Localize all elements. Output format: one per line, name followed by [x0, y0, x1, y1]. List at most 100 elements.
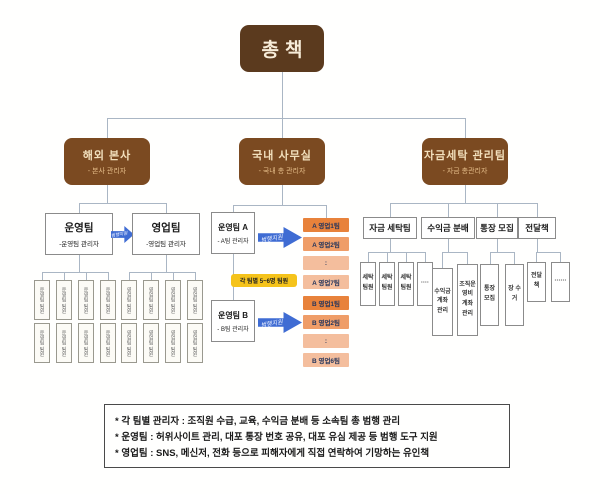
member-label: 운영팀 팀원: [38, 329, 45, 357]
team-title: 전달책: [525, 223, 549, 233]
connector: [79, 203, 80, 213]
sales-team-label: A 영업1팀: [312, 223, 340, 230]
sub-box: 통장 모집: [480, 264, 499, 326]
connector: [368, 252, 369, 262]
team-box-account-recruiting: 통장 모집: [476, 217, 518, 239]
sub-label: 전달 책: [530, 273, 543, 289]
member-box: 운영팀 팀원: [78, 280, 94, 320]
sub-box: 전달 책: [527, 262, 546, 302]
connector: [465, 118, 466, 138]
member-box: 영업팀 팀원: [143, 280, 159, 320]
footnote-line: * 운영팀 : 허위사이트 관리, 대포 통장 번호 공유, 대포 유심 제공 …: [115, 432, 438, 443]
connector: [282, 72, 283, 118]
connector: [497, 203, 498, 217]
sub-box: 세탁 팀원: [360, 262, 376, 306]
sub-box: 세탁 팀원: [398, 262, 414, 306]
sub-label: 세탁 팀원: [362, 275, 374, 291]
member-box: 운영팀 팀원: [100, 280, 116, 320]
sales-team-label: :: [324, 259, 328, 267]
sub-box: ······: [551, 262, 570, 302]
connector: [64, 272, 65, 280]
connector: [79, 203, 166, 204]
branch-subtitle: - 자금 총관리자: [442, 168, 488, 175]
member-label: 영업팀 팀원: [191, 329, 198, 357]
member-label: 영업팀 팀원: [125, 286, 132, 314]
connector: [425, 252, 426, 262]
member-box: 운영팀 팀원: [78, 323, 94, 363]
connector: [406, 252, 407, 262]
sales-team-label: A 영업2팀: [312, 242, 340, 249]
member-box: 운영팀 팀원: [56, 323, 72, 363]
team-title: 영업팀: [151, 222, 181, 234]
sales-team-box: B 영업1팀: [303, 296, 349, 310]
connector: [233, 205, 326, 206]
member-box: 영업팀 팀원: [187, 280, 203, 320]
arrow-label: 범행지원: [110, 230, 128, 238]
team-title: 통장 모집: [480, 223, 514, 233]
sales-team-box: B 영업6팀: [303, 353, 349, 367]
connector: [537, 203, 538, 217]
arrow-label: 범행지원: [260, 319, 284, 329]
sales-team-box: A 영업7팀: [303, 275, 349, 289]
connector: [42, 272, 108, 273]
connector: [448, 239, 449, 252]
connector: [465, 185, 466, 203]
connector: [107, 118, 108, 138]
team-subtitle: - B팀 관리자: [217, 326, 249, 333]
connector: [166, 203, 167, 213]
member-box: 영업팀 팀원: [187, 323, 203, 363]
footnote-box: * 각 팀별 관리자 : 조직원 수급, 교육, 수익금 분배 등 소속팀 총 …: [104, 404, 510, 468]
member-label: 운영팀 팀원: [104, 286, 111, 314]
connector: [129, 272, 195, 273]
team-box-sales: 영업팀 -영업팀 관리자: [132, 213, 200, 255]
member-label: 영업팀 팀원: [169, 329, 176, 357]
connector: [368, 252, 425, 253]
connector: [233, 205, 234, 212]
connector: [448, 203, 449, 217]
member-box: 영업팀 팀원: [121, 280, 137, 320]
member-label: 운영팀 팀원: [60, 329, 67, 357]
connector: [282, 118, 283, 138]
team-title: 자금 세탁팀: [369, 223, 411, 233]
sub-label: 조직운영비 계좌 관리: [459, 281, 476, 317]
team-subtitle: - A팀 관리자: [217, 238, 249, 245]
connector: [151, 272, 152, 280]
connector: [497, 239, 498, 252]
sub-label: 세탁 팀원: [381, 275, 393, 291]
sales-team-label: B 영업2팀: [311, 320, 341, 327]
member-box: 운영팀 팀원: [56, 280, 72, 320]
connector: [442, 252, 468, 253]
branch-subtitle: - 국내 총 관리자: [258, 168, 306, 175]
team-title: 운영팀 B: [217, 310, 249, 320]
sales-team-box: A 영업1팀: [303, 218, 349, 232]
branch-box-laundering-team: 자금세탁 관리팀 - 자금 총관리자: [422, 138, 508, 185]
team-size-note: 각 팀별 5~6명 팀원: [231, 274, 297, 287]
root-label: 총책: [261, 40, 309, 61]
branch-box-overseas-hq: 해외 본사 - 본사 관리자: [64, 138, 150, 185]
root-box-boss: 총책: [240, 25, 324, 72]
connector: [79, 255, 80, 272]
branch-box-domestic-office: 국내 사무실 - 국내 총 관리자: [239, 138, 325, 185]
team-title: 수익금 분배: [427, 223, 469, 233]
connector: [387, 252, 388, 262]
connector: [86, 272, 87, 280]
sub-box: 조직운영비 계좌 관리: [457, 264, 478, 336]
connector: [166, 255, 167, 272]
connector: [490, 252, 491, 264]
connector: [490, 252, 515, 253]
branch-subtitle: - 본사 관리자: [87, 168, 127, 175]
member-label: 운영팀 팀원: [82, 329, 89, 357]
connector: [129, 272, 130, 280]
connector: [390, 203, 391, 217]
sales-team-label: :: [324, 337, 328, 345]
connector: [173, 272, 174, 280]
member-label: 영업팀 팀원: [147, 329, 154, 357]
team-box-laundering: 자금 세탁팀: [363, 217, 417, 239]
team-box-profit-distribution: 수익금 분배: [421, 217, 475, 239]
sub-label: 세탁 팀원: [400, 275, 412, 291]
member-box: 운영팀 팀원: [34, 323, 50, 363]
member-label: 영업팀 팀원: [191, 286, 198, 314]
team-box-operations: 운영팀 -운영팀 관리자: [45, 213, 113, 255]
member-box: 운영팀 팀원: [34, 280, 50, 320]
member-box: 영업팀 팀원: [165, 323, 181, 363]
